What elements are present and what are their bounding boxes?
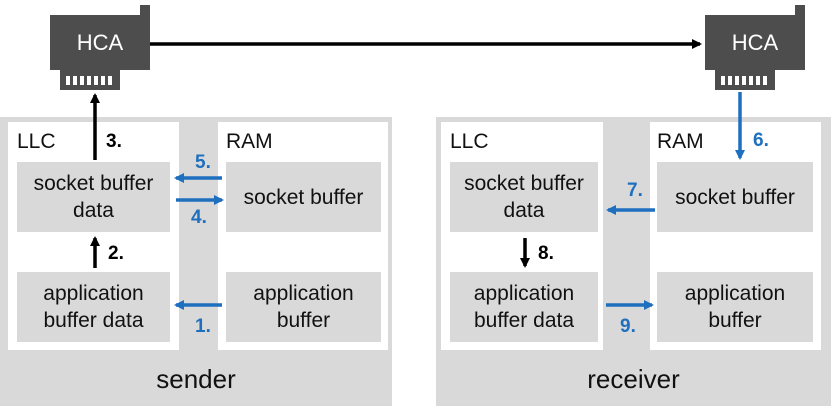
step-5-label: 5.	[195, 152, 211, 173]
receiver-label: receiver	[587, 364, 680, 394]
receiver-ram-socket-buffer: socket buffer	[657, 162, 813, 232]
receiver-ram-label: RAM	[657, 130, 704, 153]
receiver-llc-label: LLC	[450, 130, 489, 153]
step-7-label: 7.	[627, 180, 643, 201]
step-8-label: 8.	[538, 243, 554, 264]
step-3-label: 3.	[106, 131, 122, 152]
sender-label: sender	[156, 364, 236, 394]
step-6-label: 6.	[753, 130, 769, 151]
step-1-label: 1.	[195, 316, 211, 337]
sender-ram-label: RAM	[226, 130, 273, 153]
step-2-label: 2.	[108, 243, 124, 264]
step-9-label: 9.	[620, 316, 636, 337]
right-hca-label: HCA	[731, 30, 779, 55]
sender-ram-socket-buffer: socket buffer	[226, 162, 381, 232]
sender-llc-label: LLC	[17, 130, 56, 153]
left-hca-label: HCA	[76, 30, 124, 55]
sender-llc-socket-buffer: socket buffer data	[17, 162, 170, 232]
sender-ram-application-buffer: application buffer	[226, 272, 381, 342]
right-hca-card-icon	[705, 5, 805, 90]
receiver-llc-socket-buffer: socket buffer data	[450, 162, 598, 232]
receiver-ram-application-buffer: application buffer	[657, 272, 813, 342]
sender-llc-application-buffer: application buffer data	[17, 272, 170, 342]
left-hca-card-icon	[50, 5, 150, 90]
step-4-label: 4.	[191, 207, 207, 228]
receiver-llc-application-buffer: application buffer data	[450, 272, 598, 342]
